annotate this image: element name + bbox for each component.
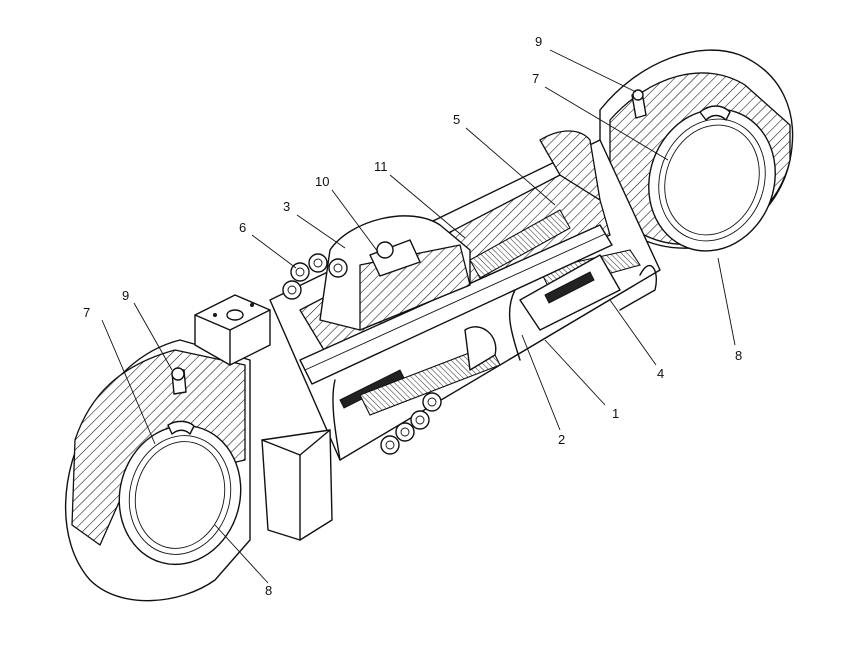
callouts: 9 7 5 11 10 3 6 9 7 8 4 1 2 8	[83, 34, 742, 598]
callout-10: 10	[315, 174, 329, 189]
callout-7-left: 7	[83, 305, 90, 320]
flange-bolts	[380, 392, 442, 455]
callout-8-bottom: 8	[265, 583, 272, 598]
grease-fittings	[171, 89, 647, 395]
callout-9-top: 9	[535, 34, 542, 49]
callout-3: 3	[283, 199, 290, 214]
callout-8-right: 8	[735, 348, 742, 363]
port-block	[194, 294, 271, 366]
left-eye-end	[64, 339, 251, 602]
callout-9-left: 9	[122, 288, 129, 303]
callout-11: 11	[374, 159, 388, 174]
callout-7-top: 7	[532, 71, 539, 86]
head-bolt-circle	[282, 253, 348, 300]
head-gland	[319, 215, 471, 331]
callout-1: 1	[612, 406, 619, 421]
piston-rod	[299, 224, 613, 385]
piston-assembly	[339, 254, 621, 416]
leader-lines	[101, 49, 736, 584]
callout-4: 4	[657, 366, 664, 381]
callout-6: 6	[239, 220, 246, 235]
callout-2: 2	[558, 432, 565, 447]
lower-bracket	[261, 429, 333, 541]
callout-5: 5	[453, 112, 460, 127]
